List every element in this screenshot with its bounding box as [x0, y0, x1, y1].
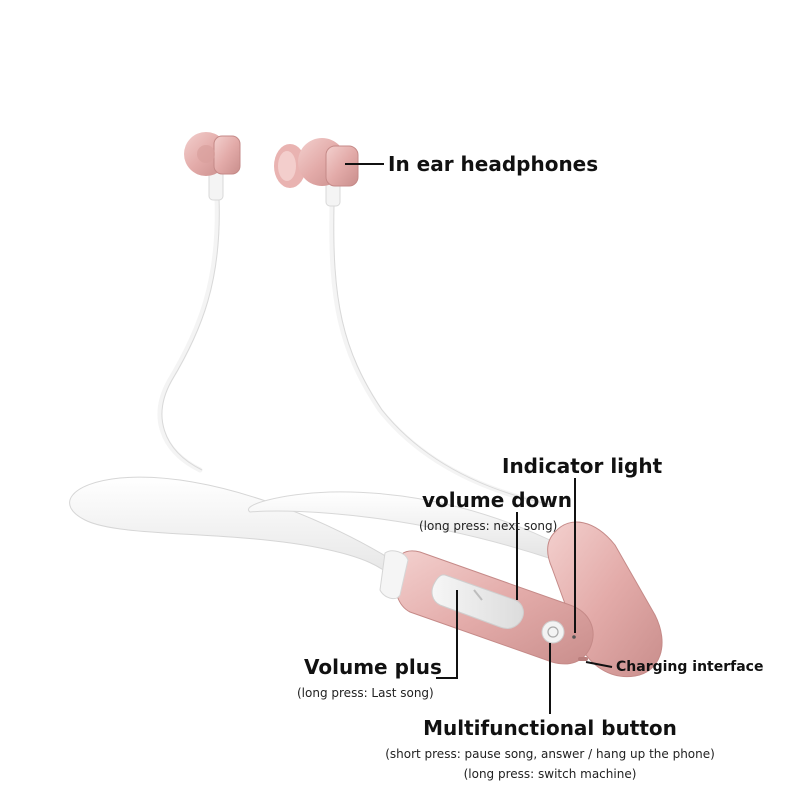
indicator-light-label: Indicator light — [502, 454, 663, 478]
earphone-cables — [157, 195, 553, 508]
volume-plus-pointer — [436, 590, 458, 679]
multifunction-note-short: (short press: pause song, answer / hang … — [385, 747, 715, 761]
control-module — [379, 550, 594, 665]
neckband — [69, 476, 561, 587]
volume-down-note: (long press: next song) — [419, 519, 558, 533]
pointer-lines — [436, 478, 613, 714]
right-pod — [547, 521, 663, 678]
right-earbud — [274, 138, 359, 207]
volume-plus-note: (long press: Last song) — [297, 686, 434, 700]
left-earbud — [184, 132, 241, 201]
volume-down-label: volume down — [422, 488, 573, 512]
multifunction-label: Multifunctional button — [423, 716, 677, 740]
charging-pointer — [585, 661, 613, 668]
charging-interface-label: Charging interface — [616, 659, 764, 675]
multifunction-note-long: (long press: switch machine) — [463, 767, 637, 781]
in-ear-label: In ear headphones — [388, 152, 599, 176]
volume-plus-label: Volume plus — [304, 655, 442, 679]
